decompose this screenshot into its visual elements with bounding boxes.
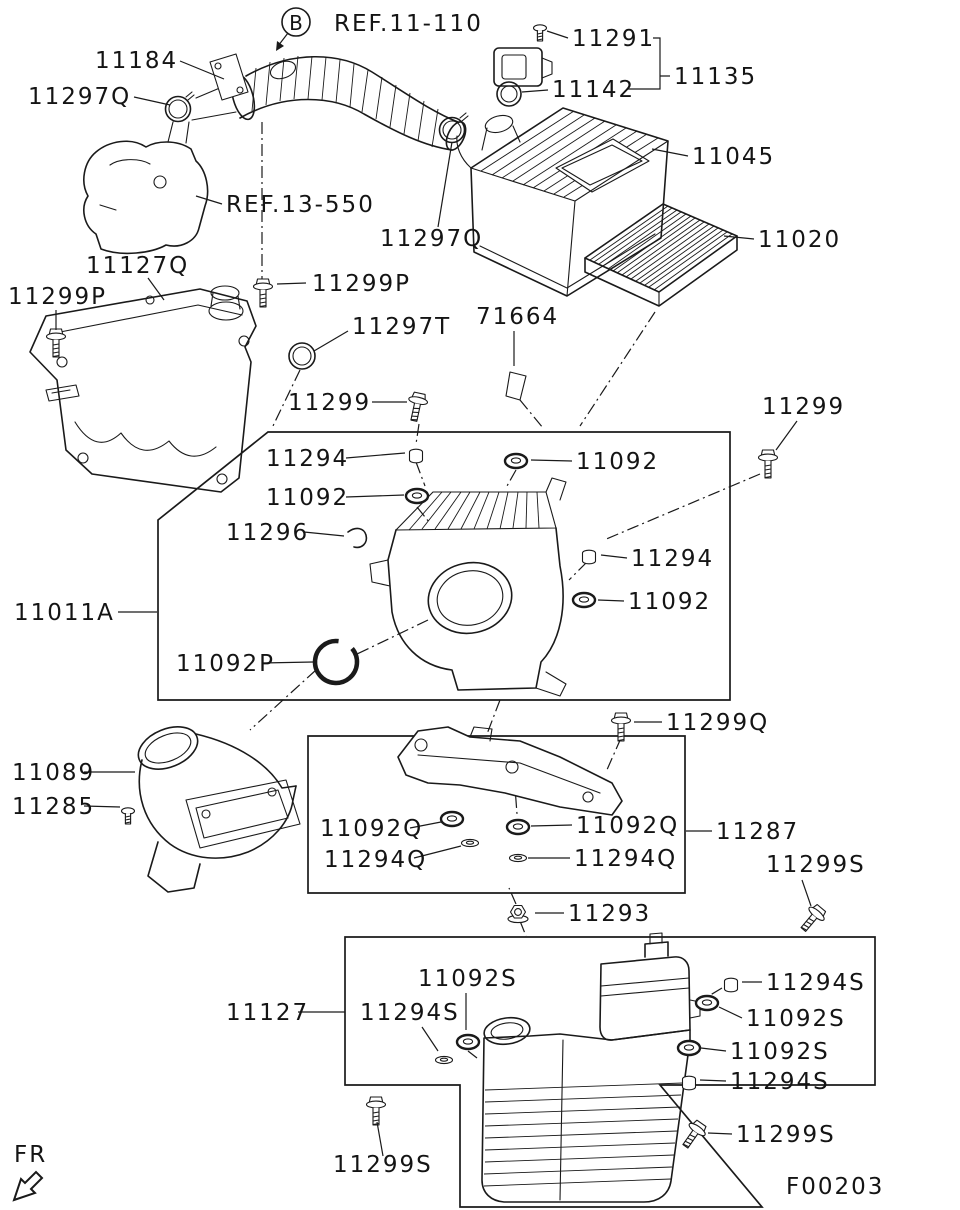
washer-icon (460, 838, 480, 848)
fr-direction-indicator: FR (12, 1142, 47, 1202)
mounting-bracket-drawing (397, 726, 623, 816)
seal-strip-drawing (505, 371, 527, 401)
bolt-icon (404, 390, 430, 424)
callout-11297Q-2: 11297Q (380, 226, 483, 252)
bolt-icon (252, 278, 274, 308)
callout-11294-2: 11294 (631, 546, 714, 572)
screw-icon (120, 807, 136, 825)
grommet-icon (694, 994, 720, 1012)
grommet-icon (571, 591, 597, 609)
callout-11092S-1: 11092S (418, 966, 518, 992)
leader-lines (55, 30, 812, 1157)
callout-11299-2: 11299 (762, 394, 845, 420)
screw-icon (532, 24, 548, 42)
o-ring-icon (288, 342, 316, 370)
grommet-icon (503, 452, 529, 470)
callout-11293: 11293 (568, 901, 651, 927)
callout-11299S-3: 11299S (333, 1152, 433, 1178)
callout-11092P: 11092P (176, 651, 275, 677)
callout-11092-2: 11092 (266, 485, 349, 511)
washer-icon (508, 853, 528, 863)
callout-11045: 11045 (692, 144, 775, 170)
callout-11294S-2: 11294S (360, 1000, 460, 1026)
engine-cover-drawing (29, 285, 257, 493)
bolt-icon (365, 1096, 387, 1126)
callout-11092-3: 11092 (628, 589, 711, 615)
callout-11092Q-1: 11092Q (320, 816, 423, 842)
nut-icon (507, 904, 529, 924)
callout-11294S-1: 11294S (766, 970, 866, 996)
callout-11092-1: 11092 (576, 449, 659, 475)
callout-11127: 11127 (226, 1000, 309, 1026)
callout-11294S-3: 11294S (730, 1069, 830, 1095)
clip-icon (347, 527, 368, 549)
hose-clamp-icon (164, 91, 195, 123)
bolt-icon (795, 901, 830, 937)
callout-11297T: 11297T (352, 314, 451, 340)
snap-ring-icon (312, 638, 360, 686)
air-cleaner-housing-drawing (369, 477, 567, 697)
callout-11020: 11020 (758, 227, 841, 253)
grommet-icon (505, 818, 531, 836)
grommet-icon (676, 1039, 702, 1057)
callout-71664: 71664 (476, 304, 559, 330)
callout-11291: 11291 (572, 26, 655, 52)
callout-11092S-3: 11092S (730, 1039, 830, 1065)
callout-11299P-1: 11299P (8, 284, 107, 310)
maf-sensor-drawing (481, 47, 553, 151)
callout-11299-1: 11299 (288, 390, 371, 416)
fr-arrow-icon (12, 1170, 44, 1202)
fr-label: FR (14, 1142, 47, 1168)
callout-11294Q-2: 11294Q (574, 846, 677, 872)
callout-11297Q-1: 11297Q (28, 84, 131, 110)
callout-11142: 11142 (552, 77, 635, 103)
detail-box-11287 (307, 735, 686, 894)
detail-box-11127 (344, 936, 876, 1208)
washer-icon (434, 1055, 454, 1065)
callout-11299S-2: 11299S (736, 1122, 836, 1148)
detail-box-11011A (157, 431, 731, 701)
callout-11299Q: 11299Q (666, 710, 769, 736)
air-filter-element-drawing (584, 203, 738, 307)
callout-11089: 11089 (12, 760, 95, 786)
ref-label-top: REF.11-110 (334, 11, 483, 37)
callout-11184: 11184 (95, 48, 178, 74)
callout-11299P-2: 11299P (312, 271, 411, 297)
ref-label-engine: REF.13-550 (226, 192, 375, 218)
o-ring-icon (496, 81, 522, 107)
callout-11296: 11296 (226, 520, 309, 546)
grommet-icon (439, 810, 465, 828)
detail-marker-label: B (289, 11, 303, 35)
engine-block-drawing (83, 121, 209, 255)
callout-11011A: 11011A (14, 600, 115, 626)
resonator-tank-drawing (481, 932, 701, 1203)
air-cleaner-cover-drawing (456, 107, 669, 297)
callout-11287: 11287 (716, 819, 799, 845)
intake-duct-flange-drawing (209, 53, 249, 101)
spacer-icon (581, 549, 597, 565)
bolt-icon (45, 328, 67, 358)
grommet-icon (404, 487, 430, 505)
resonator-duct-drawing (137, 726, 301, 893)
callout-11092Q-2: 11092Q (576, 813, 679, 839)
callout-11285: 11285 (12, 794, 95, 820)
bolt-icon (757, 449, 779, 479)
callout-11299S-1: 11299S (766, 852, 866, 878)
spacer-icon (408, 448, 424, 464)
callout-11092S-2: 11092S (746, 1006, 846, 1032)
figure-code-label: F00203 (786, 1174, 884, 1200)
callout-11127Q: 11127Q (86, 253, 189, 279)
bolt-icon (677, 1117, 710, 1153)
spacer-icon (723, 977, 739, 993)
detail-ref-marker: B (276, 7, 311, 51)
grommet-icon (455, 1033, 481, 1051)
callout-11294-1: 11294 (266, 446, 349, 472)
callout-11294Q-1: 11294Q (324, 847, 427, 873)
intake-hose-drawing (191, 55, 467, 151)
spacer-icon (681, 1075, 697, 1091)
callout-11135: 11135 (674, 64, 757, 90)
